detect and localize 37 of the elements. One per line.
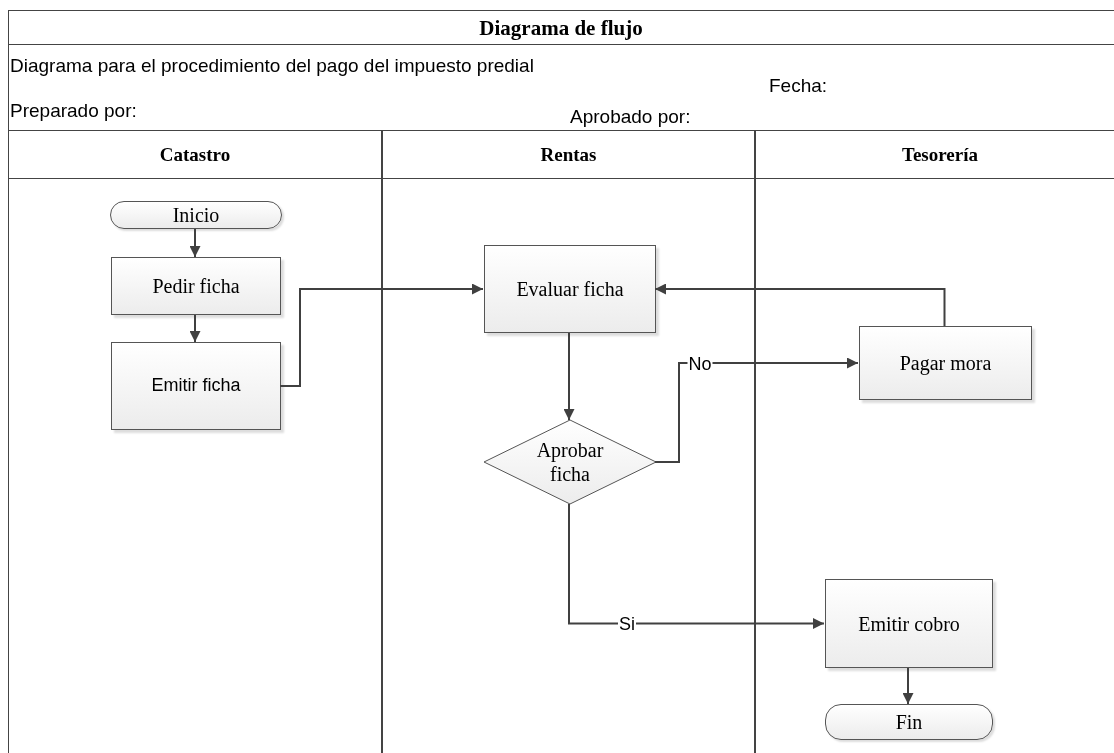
node-label: Fin <box>895 710 923 734</box>
swimlane <box>382 130 755 753</box>
swimlane <box>8 130 382 753</box>
node-label: Evaluar ficha <box>516 277 624 301</box>
arrow <box>189 314 201 343</box>
arrow <box>568 503 825 629</box>
process-box <box>111 342 281 430</box>
terminator-shape <box>110 201 282 229</box>
header-text: Fecha: <box>769 75 828 97</box>
lane-header: Rentas <box>383 130 754 179</box>
arrow <box>279 283 484 387</box>
arrow <box>563 332 575 421</box>
process-box <box>111 257 281 315</box>
process-box <box>825 579 993 668</box>
lane-header: Tesorería <box>756 130 1114 179</box>
arrow <box>902 667 914 705</box>
diagram-title: Diagrama de flujo <box>478 16 644 41</box>
node-label: Emitir cobro <box>858 611 960 636</box>
node-label: Aprobar ficha <box>535 438 605 486</box>
node-label: Inicio <box>172 203 220 227</box>
node-label: Pedir ficha <box>152 274 240 298</box>
edge-label: Si <box>618 615 636 633</box>
decision-diamond <box>484 420 656 504</box>
header-text: Preparado por: <box>10 100 137 122</box>
header-text: Aprobado por: <box>570 106 691 128</box>
node-label: Pagar mora <box>899 351 992 375</box>
process-box <box>859 326 1032 400</box>
node-label: Emitir ficha <box>151 375 241 397</box>
edge-label: No <box>687 355 713 373</box>
header-text: Diagrama para el procedimiento del pago del impuesto predial <box>10 55 534 77</box>
terminator-shape <box>825 704 993 740</box>
arrow <box>654 283 946 327</box>
arrow <box>654 357 859 463</box>
process-box <box>484 245 656 333</box>
lane-header: Catastro <box>9 130 381 179</box>
arrow <box>189 228 201 258</box>
swimlane <box>755 130 1114 753</box>
